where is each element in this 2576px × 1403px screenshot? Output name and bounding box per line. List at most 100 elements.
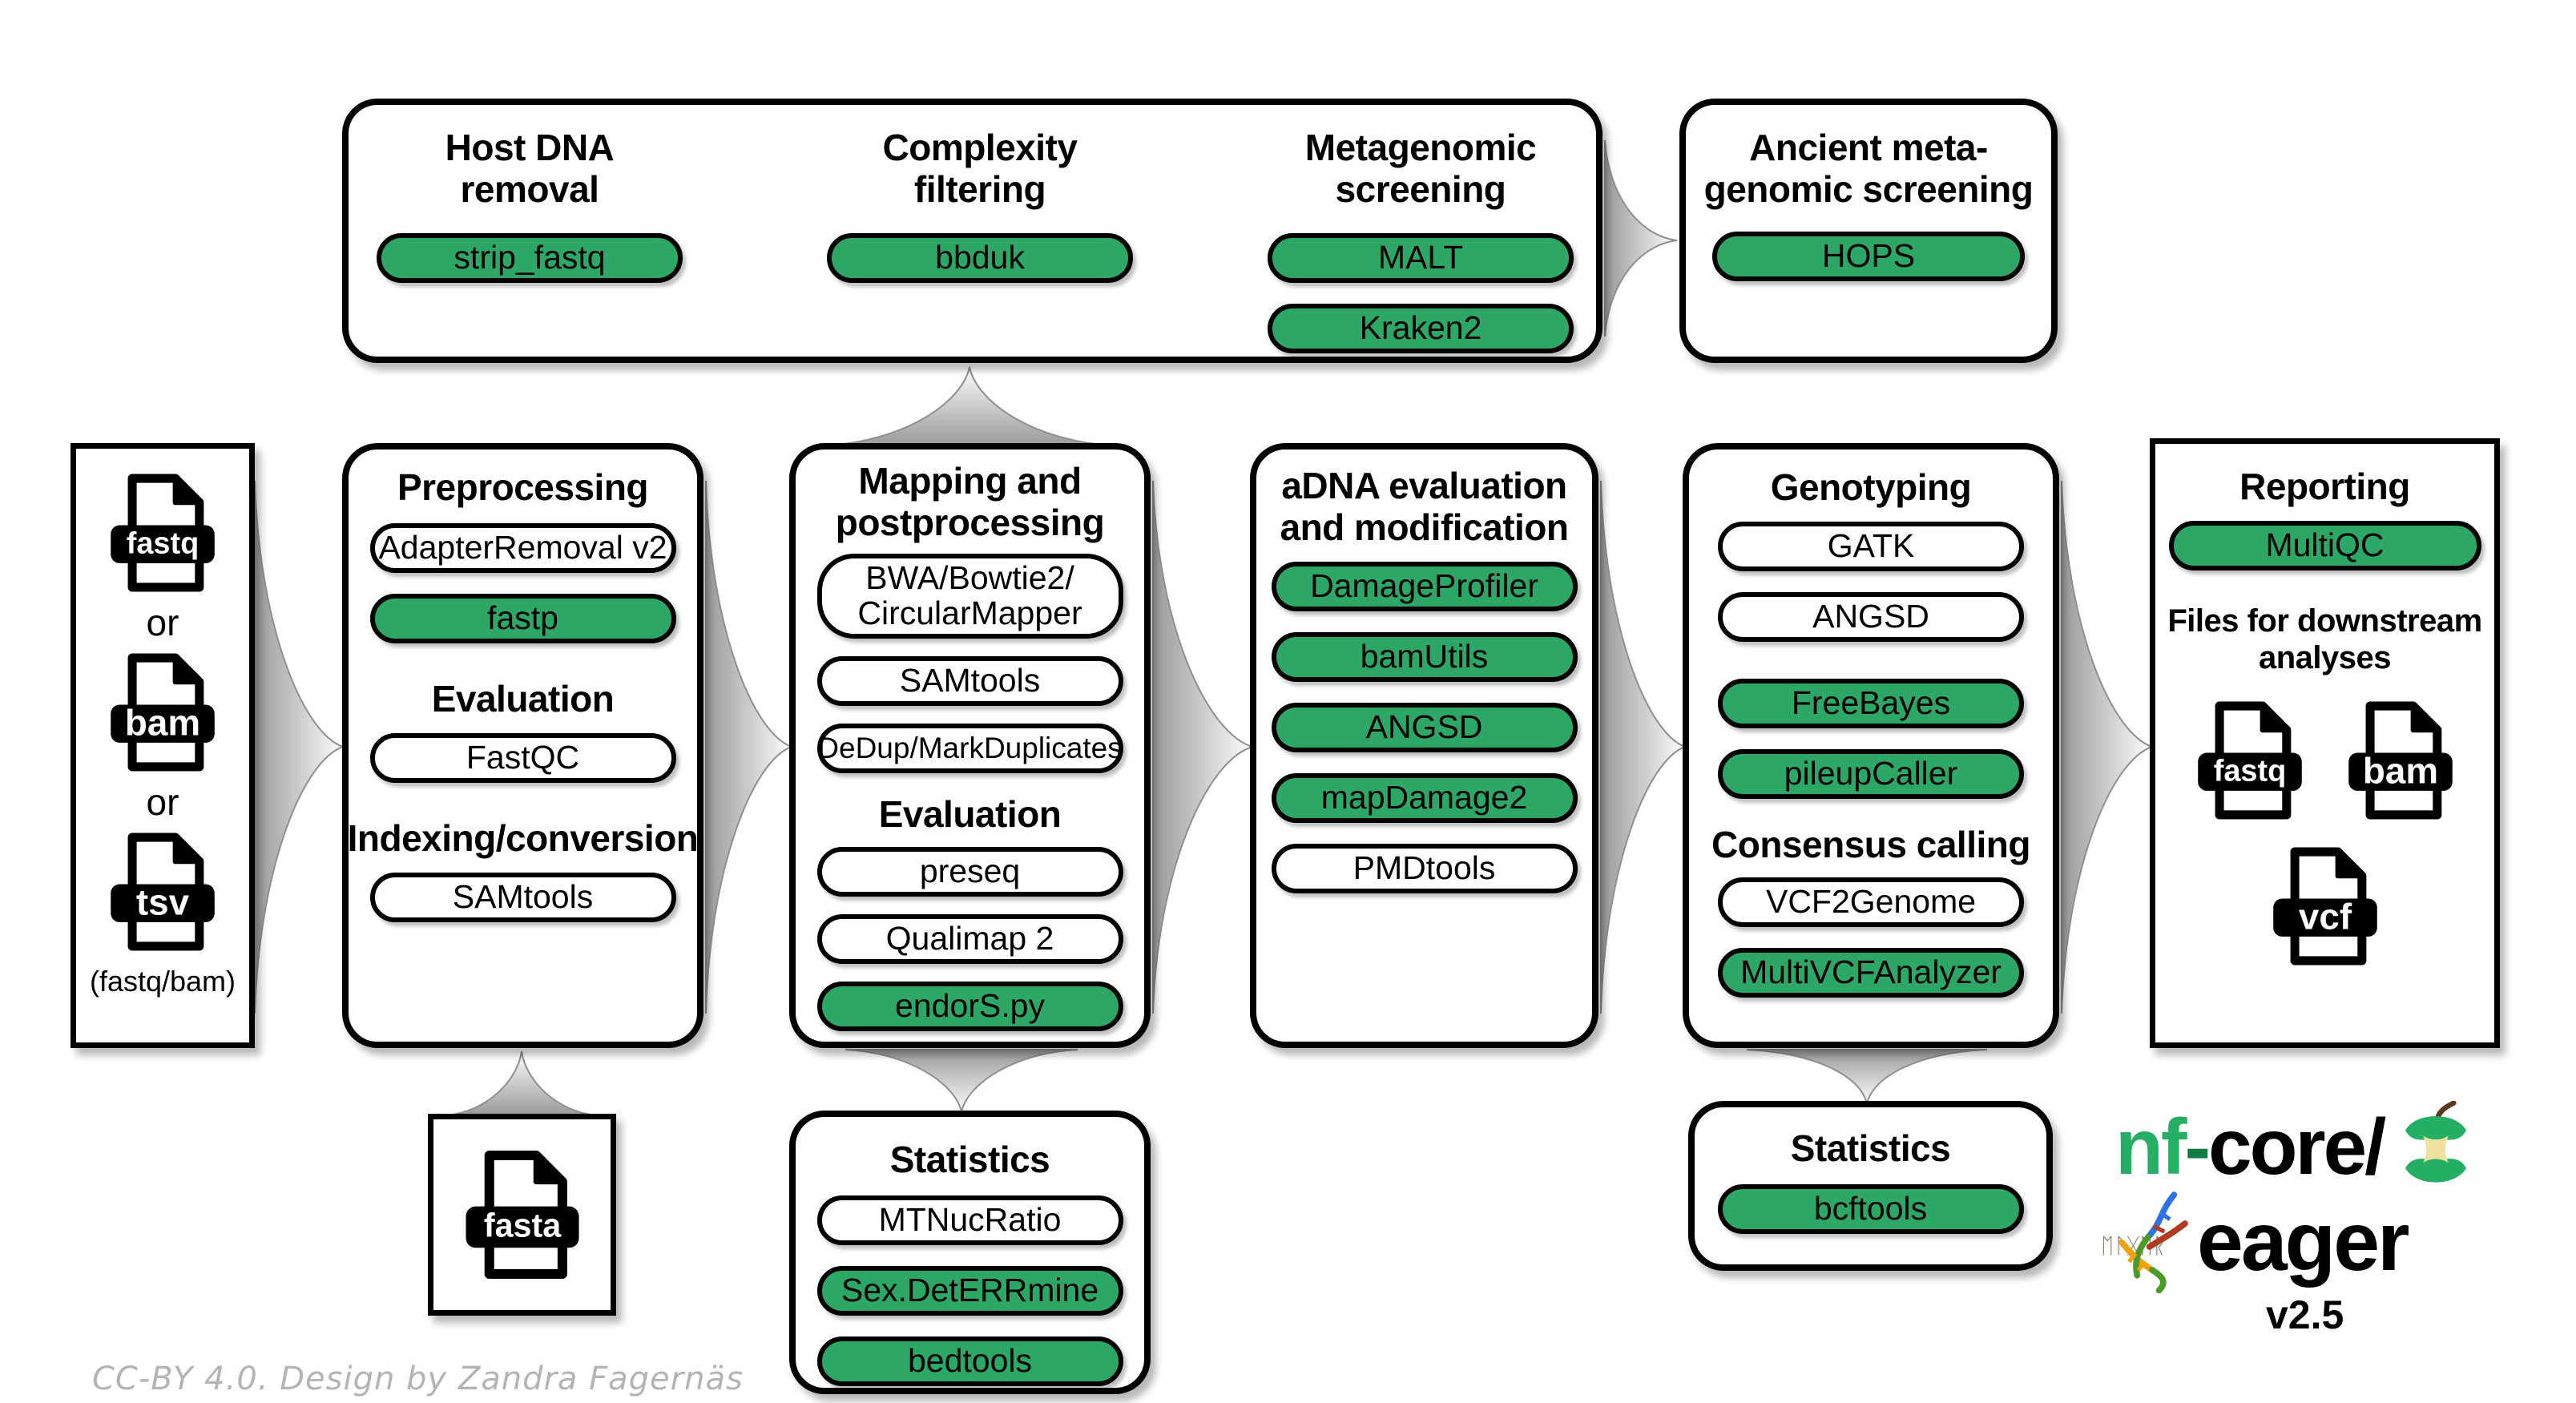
logo-version: v2.5 bbox=[2266, 1292, 2344, 1337]
fastq-file-icon: fastq bbox=[111, 474, 215, 592]
tool-pill-pileupcaller: pileupCaller bbox=[1718, 749, 2024, 799]
arrow-mapping-to-screening bbox=[824, 366, 1115, 446]
tool-pill-angsd: ANGSD bbox=[1718, 592, 2024, 642]
output-files-row: fastq bam bbox=[2187, 697, 2464, 824]
tool-pill-bamutils: bamUtils bbox=[1271, 631, 1578, 682]
tsv-file-label: tsv bbox=[136, 881, 190, 922]
logo-core-text: core/ bbox=[2208, 1103, 2386, 1191]
heading-line: analyses bbox=[2258, 640, 2392, 675]
arrow-mapping-to-statistics bbox=[845, 1049, 1078, 1113]
title-line: genomic screening bbox=[1703, 167, 2034, 210]
vcf-file-icon: vcf bbox=[2272, 847, 2377, 966]
logo-line-eager: ᛖᚨᚷᛖᚱ eager bbox=[2101, 1191, 2524, 1293]
logo-line-nf-core: nf-core/ bbox=[2115, 1101, 2524, 1195]
title-line: and modification bbox=[1280, 506, 1570, 548]
bam-file-label: bam bbox=[2362, 750, 2437, 791]
title-line: Ancient meta- bbox=[1749, 127, 1988, 168]
arrow-genotyping-to-reporting bbox=[2061, 480, 2155, 1014]
tool-pill-fastqc: FastQC bbox=[369, 733, 676, 783]
title-line: Host DNA bbox=[445, 127, 615, 168]
tool-pill-mapdamage2: mapDamage2 bbox=[1271, 772, 1578, 823]
mapping-postprocessing-box: Mapping and postprocessing BWA/Bowtie2/ … bbox=[789, 443, 1151, 1048]
tsv-file-icon: tsv bbox=[111, 833, 215, 951]
evaluation-heading: Evaluation bbox=[878, 792, 1062, 835]
title-line: Metagenomic bbox=[1304, 127, 1537, 168]
or-label: or bbox=[146, 781, 179, 823]
arrow-preprocessing-to-mapping bbox=[705, 480, 794, 1014]
tool-pill-bwa-bowtie2-circularmapper: BWA/Bowtie2/ CircularMapper bbox=[816, 553, 1123, 639]
genotyping-statistics-box: Statistics bcftools bbox=[1688, 1101, 2053, 1271]
indexing-conversion-heading: Indexing/conversion bbox=[347, 817, 699, 859]
dna-helix-icon bbox=[2118, 1191, 2188, 1293]
tool-pill-angsd: ANGSD bbox=[1271, 702, 1578, 752]
tool-label-line: BWA/Bowtie2/ bbox=[865, 559, 1074, 597]
title-line: postprocessing bbox=[835, 501, 1105, 543]
bam-file-label: bam bbox=[125, 702, 200, 743]
input-caption: (fastq/bam) bbox=[89, 965, 236, 998]
input-files-box: fastq or bam or tsv (fastq/bam) bbox=[71, 443, 255, 1048]
fasta-reference-box: fasta bbox=[428, 1114, 616, 1316]
tool-pill-pmdtools: PMDtools bbox=[1271, 843, 1578, 893]
host-dna-removal-column: Host DNA removal strip_fastq bbox=[361, 127, 698, 283]
logo-nf-text: nf bbox=[2115, 1103, 2187, 1191]
genotyping-title: Genotyping bbox=[1770, 466, 1972, 508]
tool-pill-fastp: fastp bbox=[369, 594, 676, 643]
arrow-input-to-preprocessing bbox=[254, 480, 346, 1014]
preprocessing-title: Preprocessing bbox=[397, 466, 649, 508]
title-line: Mapping and bbox=[858, 460, 1082, 502]
title-line: aDNA evaluation bbox=[1281, 465, 1567, 506]
fastq-file-label: fastq bbox=[127, 526, 200, 560]
tool-label-line: CircularMapper bbox=[857, 594, 1082, 631]
tool-pill-bcftools: bcftools bbox=[1717, 1184, 2024, 1234]
apple-core-icon bbox=[2405, 1101, 2467, 1183]
screening-box: Host DNA removal strip_fastq Complexity … bbox=[342, 99, 1602, 363]
heading-line: Files for downstream bbox=[2167, 603, 2482, 639]
tool-pill-dedup-markduplicates: DeDup/MarkDuplicates bbox=[816, 723, 1123, 773]
tool-pill-preseq: preseq bbox=[816, 846, 1123, 897]
adna-evaluation-title: aDNA evaluation and modification bbox=[1280, 465, 1570, 549]
tool-pill-damageprofiler: DamageProfiler bbox=[1271, 561, 1578, 611]
title-line: removal bbox=[460, 167, 599, 210]
ancient-metagenomic-screening-box: Ancient meta- genomic screening HOPS bbox=[1679, 99, 2058, 363]
complexity-filtering-title: Complexity filtering bbox=[883, 127, 1078, 211]
statistics-title: Statistics bbox=[889, 1139, 1050, 1180]
tool-pill-vcf2genome: VCF2Genome bbox=[1718, 877, 2024, 927]
tool-pill-bbduk: bbduk bbox=[827, 232, 1133, 283]
mapping-postprocessing-title: Mapping and postprocessing bbox=[835, 460, 1105, 544]
tool-pill-samtools: SAMtools bbox=[816, 655, 1123, 706]
tool-pill-multiqc: MultiQC bbox=[2168, 521, 2481, 570]
tool-pill-endors-py: endorS.py bbox=[816, 981, 1123, 1031]
arrow-fasta-to-preprocessing bbox=[445, 1050, 599, 1116]
arrow-screening-to-ancient bbox=[1604, 139, 1678, 337]
mapping-statistics-box: Statistics MTNucRatio Sex.DetERRmine bed… bbox=[789, 1111, 1151, 1394]
tool-pill-bedtools: bedtools bbox=[816, 1336, 1123, 1386]
complexity-filtering-column: Complexity filtering bbduk bbox=[812, 127, 1148, 283]
tool-pill-multivcfanalyzer: MultiVCFAnalyzer bbox=[1718, 948, 2024, 998]
adna-evaluation-box: aDNA evaluation and modification DamageP… bbox=[1250, 443, 1598, 1048]
consensus-calling-heading: Consensus calling bbox=[1711, 824, 2030, 865]
or-label: or bbox=[146, 602, 179, 643]
metagenomic-screening-column: Metagenomic screening MALT Kraken2 bbox=[1252, 127, 1589, 353]
tool-pill-qualimap2: Qualimap 2 bbox=[816, 913, 1123, 964]
nf-core-eager-logo: nf-core/ ᛖᚨᚷᛖᚱ bbox=[2101, 1101, 2524, 1338]
tool-pill-strip-fastq: strip_fastq bbox=[377, 232, 683, 283]
bam-file-icon: bam bbox=[2348, 701, 2453, 820]
arrow-mapping-to-adna bbox=[1152, 480, 1256, 1014]
reporting-box: Reporting MultiQC Files for downstream a… bbox=[2150, 438, 2500, 1048]
logo-dash-text: - bbox=[2184, 1103, 2211, 1191]
tool-pill-samtools: SAMtools bbox=[369, 873, 676, 922]
fastq-file-icon: fastq bbox=[2197, 701, 2302, 820]
logo-eager-text: eager bbox=[2197, 1195, 2410, 1288]
tool-pill-mtnucratio: MTNucRatio bbox=[816, 1195, 1123, 1245]
arrow-adna-to-genotyping bbox=[1600, 480, 1687, 1014]
title-line: screening bbox=[1335, 167, 1506, 210]
vcf-file-label: vcf bbox=[2298, 896, 2352, 937]
arrow-genotyping-to-statistics bbox=[1746, 1049, 1988, 1105]
tool-pill-kraken2: Kraken2 bbox=[1268, 303, 1574, 353]
fastq-file-label: fastq bbox=[2213, 754, 2286, 788]
fasta-file-icon: fasta bbox=[465, 1151, 579, 1279]
fasta-file-label: fasta bbox=[483, 1207, 561, 1244]
metagenomic-screening-title: Metagenomic screening bbox=[1304, 127, 1537, 211]
